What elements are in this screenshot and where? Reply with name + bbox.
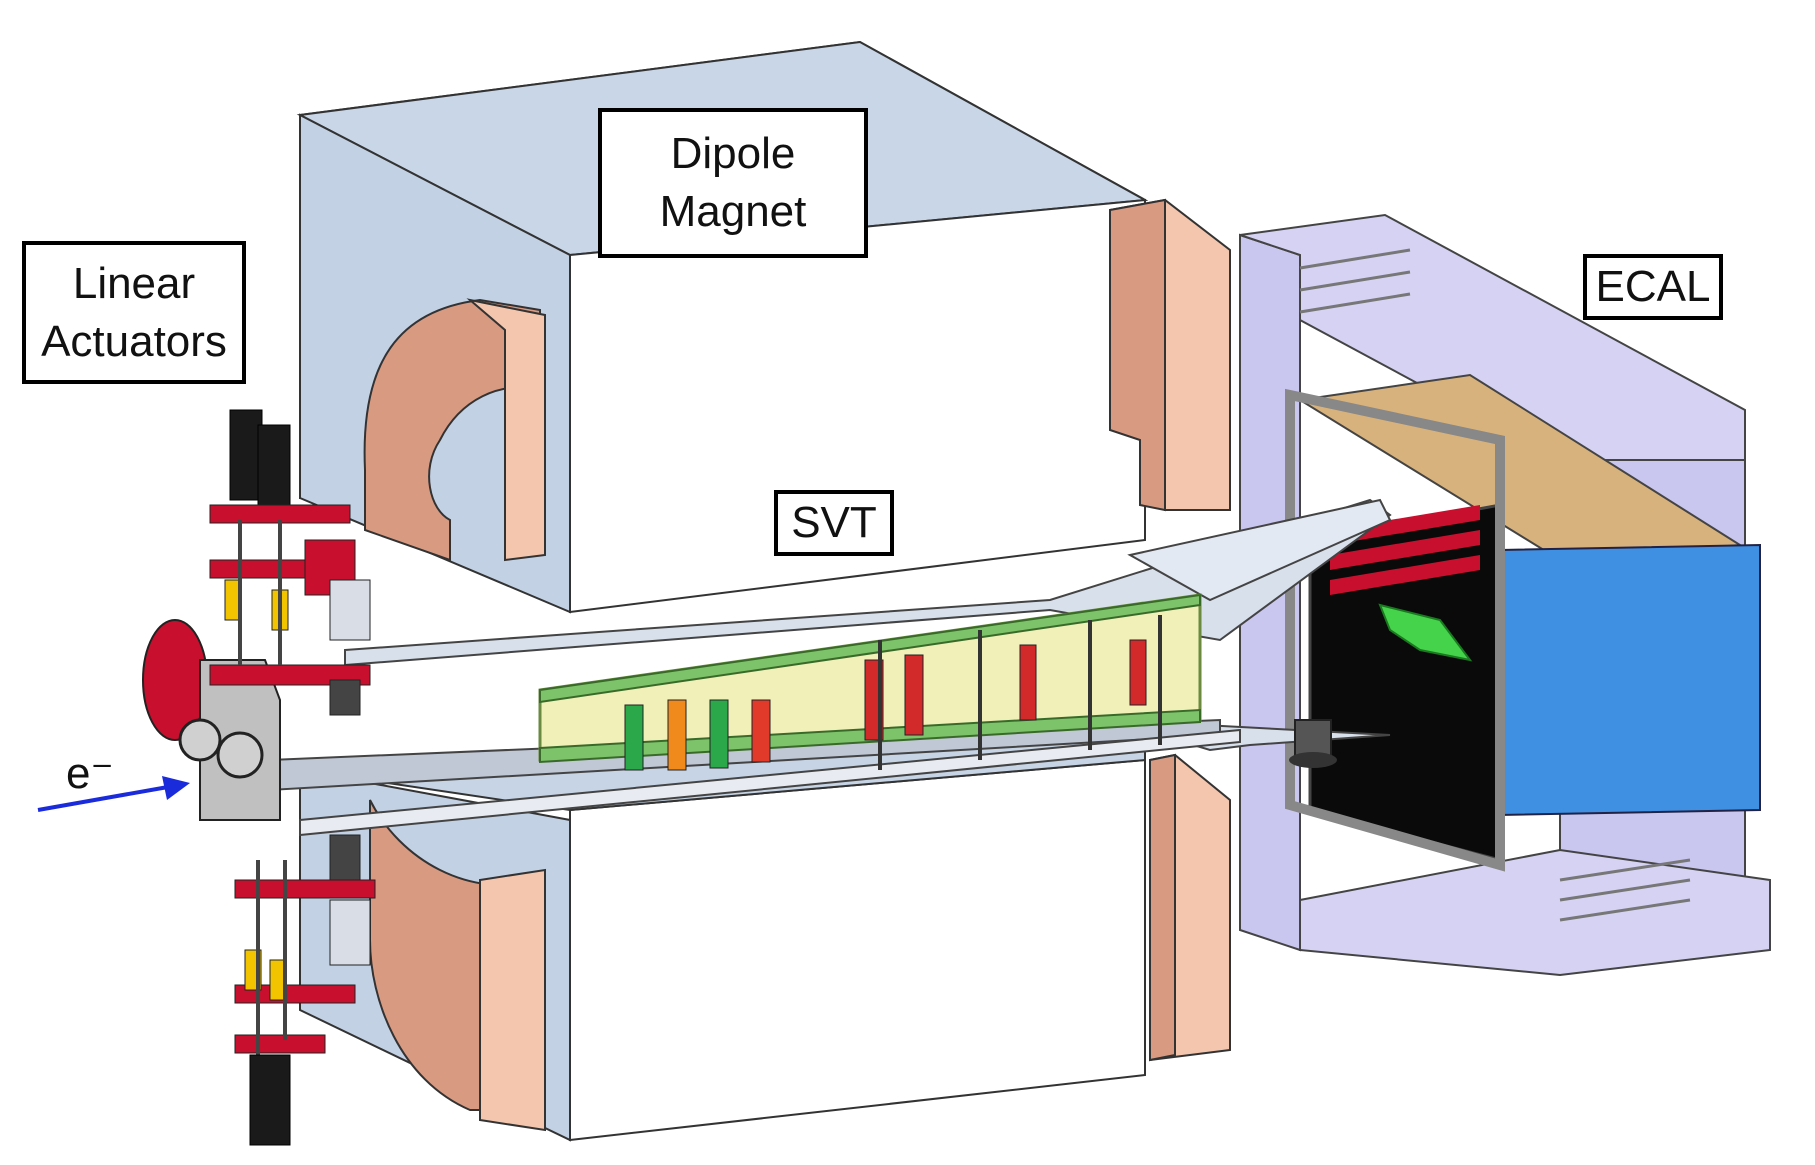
svt-uprights bbox=[878, 615, 1162, 770]
beam-arrow bbox=[37, 776, 190, 812]
coil-upper-left bbox=[363, 298, 541, 562]
ecal-red-strips bbox=[1330, 505, 1480, 595]
beam-port-1 bbox=[178, 718, 222, 762]
svt-assembly bbox=[269, 498, 1392, 837]
svt-label: SVT bbox=[774, 490, 894, 556]
ecal-green-cabling bbox=[1378, 603, 1473, 662]
ecal-frame-rods bbox=[1299, 248, 1691, 922]
chamber-funnel bbox=[1127, 498, 1392, 602]
coil-upper-left-face bbox=[466, 298, 546, 562]
ecal-flange bbox=[1285, 388, 1505, 872]
coil-upper-right-side bbox=[1109, 198, 1166, 512]
ecal-label-text: ECAL bbox=[1595, 262, 1711, 311]
dipole-magnet-label: Dipole Magnet bbox=[598, 108, 868, 258]
actuator-upper bbox=[209, 409, 371, 716]
svt-green-rail-top bbox=[539, 593, 1201, 704]
svt-long-rail bbox=[299, 728, 1241, 837]
ecal-label: ECAL bbox=[1583, 254, 1723, 320]
actuators-label-line2: Actuators bbox=[41, 316, 227, 366]
ecal-blue-module bbox=[1499, 543, 1761, 817]
coil-lower-left-face bbox=[479, 868, 546, 1132]
beam-label: e⁻ bbox=[66, 749, 114, 798]
linear-actuators-label: Linear Actuators bbox=[22, 241, 246, 384]
actuators-label-line1: Linear bbox=[72, 258, 196, 308]
dipole-label-line1: Dipole bbox=[670, 129, 796, 178]
magnet-lower-front-face bbox=[569, 758, 1146, 1142]
ecal-assembly bbox=[1239, 213, 1771, 977]
dipole-magnet bbox=[296, 40, 1231, 1142]
linear-actuators bbox=[142, 409, 376, 1146]
dipole-label-line2: Magnet bbox=[659, 187, 807, 236]
ecal-frame-bottom-beam bbox=[1299, 848, 1771, 977]
actuator-lower bbox=[234, 834, 376, 1146]
vacuum-port bbox=[1289, 719, 1337, 768]
beam-port-2 bbox=[216, 731, 264, 779]
coil-lower-right-side bbox=[1149, 753, 1176, 1062]
svt-label-text: SVT bbox=[791, 498, 877, 547]
